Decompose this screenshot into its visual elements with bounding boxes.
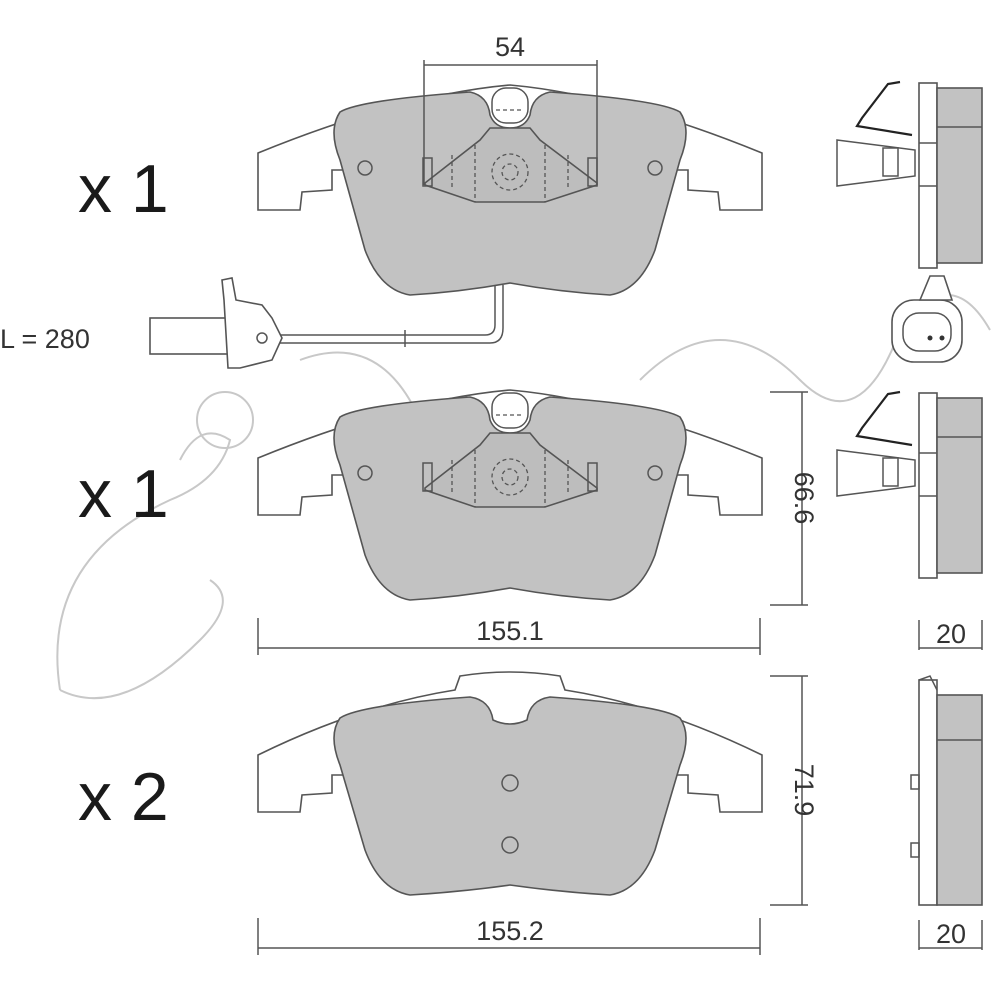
svg-text:66.6: 66.6	[789, 472, 819, 525]
dimension-height-1: 66.6	[770, 391, 819, 606]
middle-brake-pad	[257, 389, 763, 601]
svg-text:155.2: 155.2	[476, 916, 544, 946]
svg-text:54: 54	[495, 32, 525, 62]
svg-text:20: 20	[936, 919, 966, 949]
bottom-brake-pad	[257, 671, 763, 896]
quantity-top: x 1	[78, 151, 169, 227]
svg-text:71.9: 71.9	[789, 764, 819, 817]
side-view-top	[835, 80, 984, 270]
top-brake-pad	[257, 84, 763, 296]
dimension-width-2: 155.2	[257, 916, 761, 955]
dimension-height-2: 71.9	[770, 675, 819, 906]
svg-text:155.1: 155.1	[476, 616, 544, 646]
side-view-middle	[835, 390, 984, 580]
svg-text:20: 20	[936, 619, 966, 649]
dimension-54: 54	[423, 32, 598, 185]
dimension-width-1: 155.1	[257, 616, 761, 655]
quantity-bottom: x 2	[78, 759, 169, 835]
dimension-thickness-2: 20	[918, 919, 983, 950]
cable-length-label: L = 280	[0, 324, 90, 354]
wear-sensor	[149, 275, 963, 369]
quantity-middle: x 1	[78, 456, 169, 532]
dimension-thickness-1: 20	[918, 619, 983, 650]
side-view-bottom	[910, 675, 983, 906]
